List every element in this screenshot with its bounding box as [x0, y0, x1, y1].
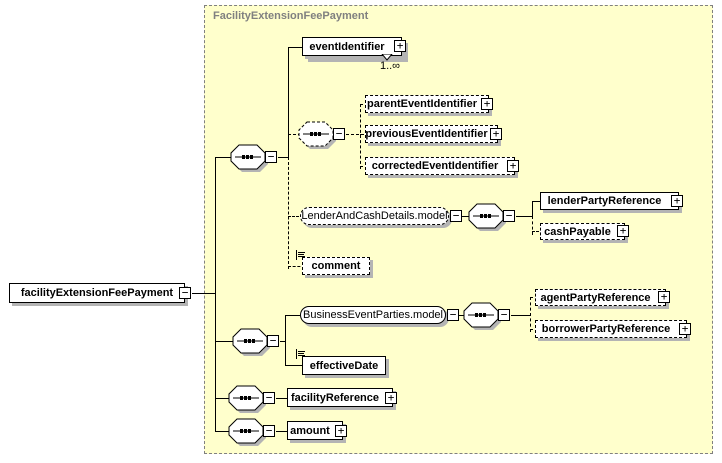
connector-line: [280, 341, 286, 342]
element-lenderPartyReference[interactable]: lenderPartyReference: [540, 192, 679, 210]
element-label: borrowerPartyReference: [541, 323, 671, 335]
sequence-icon[interactable]: [232, 328, 272, 359]
element-facilityExtensionFeePayment[interactable]: facilityExtensionFeePayment: [9, 283, 185, 303]
element-label: eventIdentifier: [309, 40, 385, 53]
sequence-icon[interactable]: [463, 302, 503, 333]
element-label: correctedEventIdentifier: [371, 160, 499, 172]
sequence-icon-optional[interactable]: [298, 121, 338, 152]
expand-icon[interactable]: +: [481, 98, 493, 110]
element-parentEventIdentifier[interactable]: parentEventIdentifier: [365, 95, 489, 113]
connector-line: [285, 315, 286, 365]
collapse-icon[interactable]: −: [267, 335, 279, 347]
connector-line: [285, 365, 302, 366]
connector-line: [288, 216, 303, 217]
connector-line: [360, 104, 361, 169]
element-amount[interactable]: amount: [287, 421, 343, 440]
expand-icon[interactable]: +: [394, 40, 406, 52]
element-label: agentPartyReference: [540, 291, 651, 304]
connector-line: [192, 293, 216, 294]
element-borrowerPartyReference[interactable]: borrowerPartyReference: [535, 320, 687, 338]
connector-line: [360, 134, 369, 135]
element-label: lenderPartyReference: [547, 195, 662, 207]
connector-line: [285, 315, 300, 316]
connector-line: [530, 329, 538, 330]
element-agentPartyReference[interactable]: agentPartyReference: [535, 289, 666, 306]
connector-line: [288, 47, 302, 48]
connector-line: [532, 216, 533, 235]
element-effectiveDate[interactable]: effectiveDate: [302, 356, 386, 375]
element-comment[interactable]: comment: [302, 257, 370, 275]
sequence-icon[interactable]: [468, 203, 508, 234]
element-eventIdentifier[interactable]: eventIdentifier: [302, 37, 402, 56]
connector-line: [276, 398, 287, 399]
group-LenderAndCashDetails-model[interactable]: LenderAndCashDetails.model: [300, 207, 449, 225]
collapse-icon[interactable]: −: [447, 309, 459, 321]
sequence-icon[interactable]: [230, 144, 270, 175]
collapse-icon[interactable]: −: [333, 128, 345, 140]
element-label: cashPayable: [544, 225, 611, 238]
connector-line: [511, 315, 530, 316]
sequence-icon[interactable]: [228, 385, 268, 416]
element-correctedEventIdentifier[interactable]: correctedEventIdentifier: [365, 157, 515, 175]
expand-icon[interactable]: +: [617, 225, 629, 237]
element-label: facilityReference: [290, 391, 380, 404]
connector-line: [532, 201, 533, 216]
collapse-icon[interactable]: −: [450, 210, 462, 222]
collapse-icon[interactable]: −: [179, 287, 191, 299]
connector-line: [532, 231, 543, 232]
connector-line: [288, 266, 305, 267]
annotation-icon: [296, 250, 305, 260]
collapse-icon[interactable]: −: [498, 309, 510, 321]
element-facilityReference[interactable]: facilityReference: [287, 388, 393, 407]
element-label: comment: [311, 260, 361, 272]
connector-line: [516, 216, 533, 217]
occurrence-label: 1..∞: [379, 60, 401, 72]
connector-line: [459, 315, 464, 316]
expand-icon[interactable]: +: [335, 425, 347, 437]
group-label: LenderAndCashDetails.model: [301, 210, 448, 222]
connector-line: [462, 216, 469, 217]
group-BusinessEventParties-model[interactable]: BusinessEventParties.model: [300, 306, 446, 324]
complex-type-container: [204, 5, 713, 454]
collapse-icon[interactable]: −: [503, 210, 515, 222]
connector-line: [278, 157, 289, 158]
connector-line: [360, 166, 369, 167]
element-label: effectiveDate: [309, 359, 379, 372]
connector-line: [288, 134, 301, 135]
connector-line: [532, 201, 540, 202]
expand-icon[interactable]: +: [385, 392, 397, 404]
expand-icon[interactable]: +: [679, 323, 691, 335]
expand-icon[interactable]: +: [490, 128, 502, 140]
element-cashPayable[interactable]: cashPayable: [540, 223, 625, 240]
connector-line: [360, 104, 369, 105]
connector-line: [215, 157, 231, 158]
repeat-notch-icon: [381, 54, 393, 61]
expand-icon[interactable]: +: [671, 195, 683, 207]
annotation-icon: [296, 349, 305, 359]
connector-line: [215, 157, 216, 431]
connector-line: [530, 297, 538, 298]
element-previousEventIdentifier[interactable]: previousEventIdentifier: [365, 125, 498, 143]
connector-line: [215, 341, 233, 342]
element-label: parentEventIdentifier: [366, 98, 478, 110]
expand-icon[interactable]: +: [658, 291, 670, 303]
connector-line: [215, 431, 229, 432]
group-label: BusinessEventParties.model: [302, 309, 443, 321]
element-label: amount: [290, 424, 330, 437]
connector-line: [215, 398, 229, 399]
collapse-icon[interactable]: −: [263, 392, 275, 404]
collapse-icon[interactable]: −: [263, 425, 275, 437]
element-label: facilityExtensionFeePayment: [20, 287, 174, 299]
connector-line: [288, 47, 289, 157]
sequence-icon[interactable]: [228, 418, 268, 449]
connector-line: [288, 157, 289, 269]
complex-type-title: FacilityExtensionFeePayment: [213, 10, 369, 22]
connector-line: [530, 297, 531, 332]
connector-line: [346, 134, 364, 135]
element-label: previousEventIdentifier: [365, 128, 488, 140]
connector-line: [276, 431, 287, 432]
expand-icon[interactable]: +: [507, 160, 519, 172]
collapse-icon[interactable]: −: [265, 151, 277, 163]
